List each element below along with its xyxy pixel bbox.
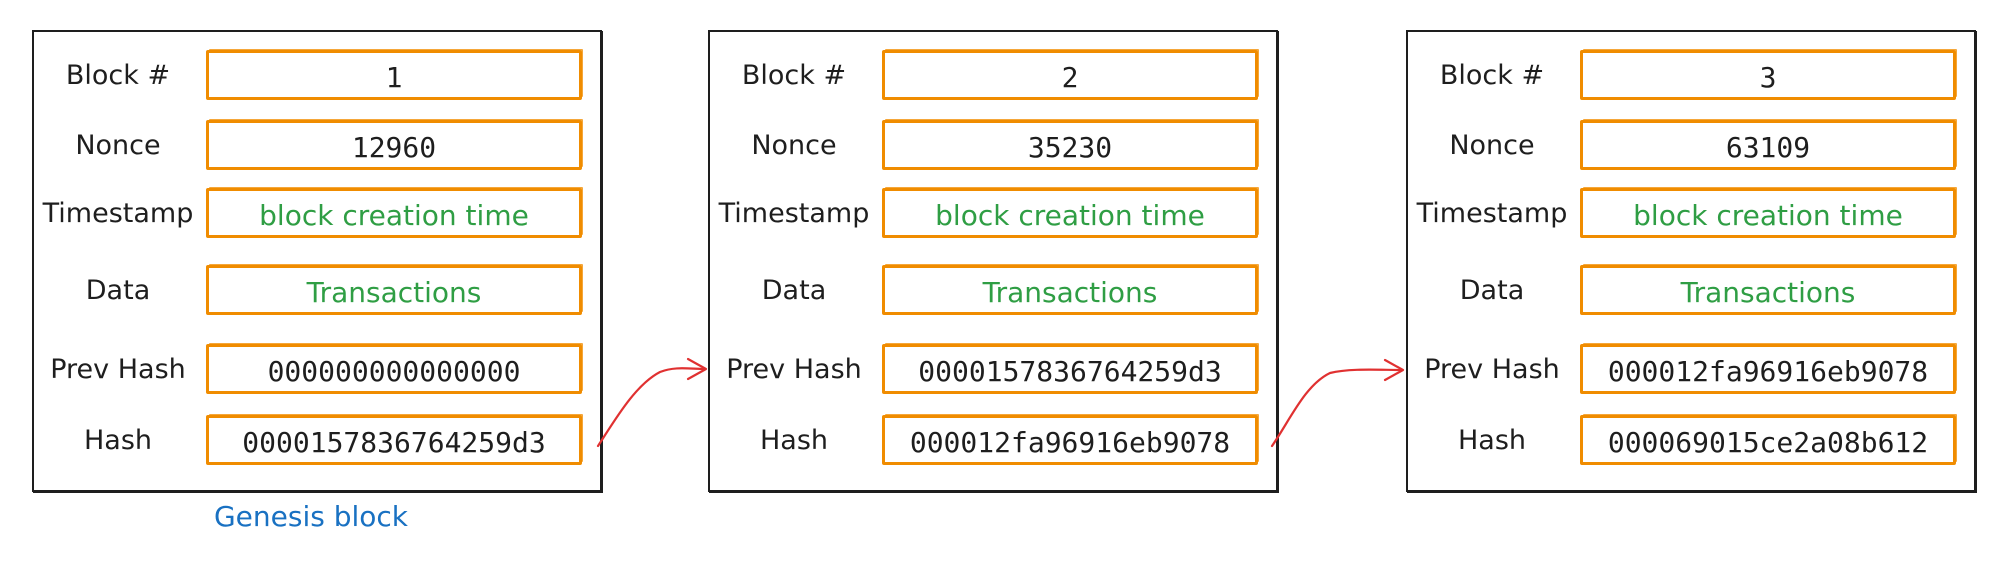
hash-label: Hash — [1457, 425, 1527, 456]
prev-hash-value: 000012fa96916eb9078 — [1580, 344, 1956, 394]
nonce-value: 35230 — [882, 120, 1258, 170]
arrowhead-block2-to-block3 — [1383, 358, 1405, 382]
arrow-block1-to-block2 — [596, 367, 707, 448]
block-3: Block # 3 Nonce 63109 Timestamp block cr… — [1406, 30, 1976, 492]
row-prev-hash: Prev Hash 000012fa96916eb9078 — [1408, 344, 1974, 396]
prev-hash-label: Prev Hash — [1424, 354, 1560, 385]
row-nonce: Nonce 35230 — [710, 120, 1276, 172]
row-block-number: Block # 2 — [710, 50, 1276, 102]
row-data: Data Transactions — [710, 265, 1276, 317]
data-label: Data — [85, 275, 151, 306]
nonce-value: 12960 — [206, 120, 582, 170]
hash-value: 000069015ce2a08b612 — [1580, 415, 1956, 465]
block-number-label: Block # — [1439, 60, 1545, 91]
block-number-value: 3 — [1580, 50, 1956, 100]
block-1: Block # 1 Nonce 12960 Timestamp block cr… — [32, 30, 602, 492]
data-value: Transactions — [206, 265, 582, 315]
hash-value: 0000157836764259d3 — [206, 415, 582, 465]
row-hash: Hash 0000157836764259d3 — [34, 415, 600, 467]
row-timestamp: Timestamp block creation time — [34, 188, 600, 240]
data-value: Transactions — [882, 265, 1258, 315]
block-2: Block # 2 Nonce 35230 Timestamp block cr… — [708, 30, 1278, 492]
nonce-label: Nonce — [751, 130, 837, 161]
prev-hash-value: 000000000000000 — [206, 344, 582, 394]
arrowhead-block1-to-block2 — [686, 357, 708, 381]
nonce-label: Nonce — [75, 130, 161, 161]
data-label: Data — [1459, 275, 1525, 306]
timestamp-value: block creation time — [206, 188, 582, 238]
block-number-label: Block # — [741, 60, 847, 91]
row-timestamp: Timestamp block creation time — [710, 188, 1276, 240]
data-label: Data — [761, 275, 827, 306]
timestamp-label: Timestamp — [1416, 198, 1568, 229]
row-data: Data Transactions — [34, 265, 600, 317]
hash-value: 000012fa96916eb9078 — [882, 415, 1258, 465]
timestamp-label: Timestamp — [718, 198, 870, 229]
row-timestamp: Timestamp block creation time — [1408, 188, 1974, 240]
row-hash: Hash 000012fa96916eb9078 — [710, 415, 1276, 467]
genesis-block-caption: Genesis block — [213, 500, 409, 533]
row-block-number: Block # 3 — [1408, 50, 1974, 102]
nonce-label: Nonce — [1449, 130, 1535, 161]
timestamp-value: block creation time — [882, 188, 1258, 238]
block-number-value: 1 — [206, 50, 582, 100]
row-prev-hash: Prev Hash 0000157836764259d3 — [710, 344, 1276, 396]
row-block-number: Block # 1 — [34, 50, 600, 102]
nonce-value: 63109 — [1580, 120, 1956, 170]
block-number-label: Block # — [65, 60, 171, 91]
row-data: Data Transactions — [1408, 265, 1974, 317]
prev-hash-label: Prev Hash — [726, 354, 862, 385]
arrow-block2-to-block3 — [1270, 368, 1404, 448]
timestamp-value: block creation time — [1580, 188, 1956, 238]
prev-hash-label: Prev Hash — [50, 354, 186, 385]
prev-hash-value: 0000157836764259d3 — [882, 344, 1258, 394]
hash-label: Hash — [759, 425, 829, 456]
row-hash: Hash 000069015ce2a08b612 — [1408, 415, 1974, 467]
block-number-value: 2 — [882, 50, 1258, 100]
hash-label: Hash — [83, 425, 153, 456]
row-nonce: Nonce 12960 — [34, 120, 600, 172]
row-prev-hash: Prev Hash 000000000000000 — [34, 344, 600, 396]
data-value: Transactions — [1580, 265, 1956, 315]
timestamp-label: Timestamp — [42, 198, 194, 229]
row-nonce: Nonce 63109 — [1408, 120, 1974, 172]
